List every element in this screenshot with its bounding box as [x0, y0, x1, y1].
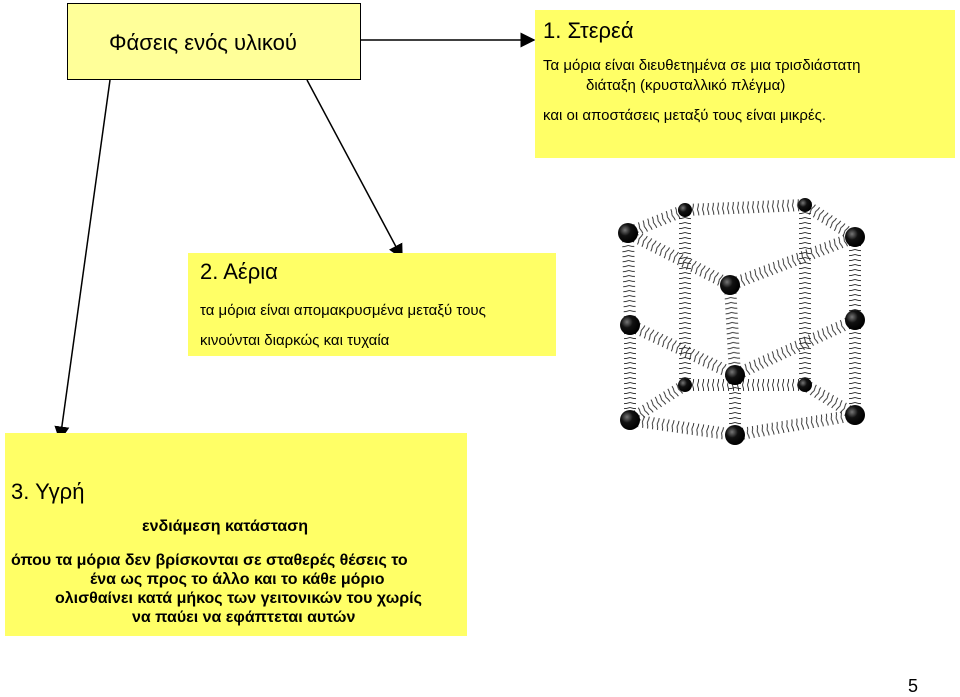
molecule-sphere: [845, 227, 865, 247]
spring: [622, 232, 636, 326]
molecule-sphere: [620, 315, 640, 335]
liquids-line-3: ολισθαίνει κατά μήκος των γειτονικών του…: [55, 590, 422, 607]
gases-line-2: κινούνται διαρκώς και τυχαία: [200, 332, 390, 349]
spring: [799, 205, 811, 385]
solids-line-1: Τα μόρια είναι διευθετημένα σε μια τρισδ…: [543, 57, 861, 74]
lattice-molecules: [618, 198, 865, 445]
title-box: Φάσεις ενός υλικού: [67, 3, 361, 80]
solids-line-3: και οι αποστάσεις μεταξύ τους είναι μικρ…: [543, 107, 827, 124]
liquids-line-4: να παύει να εφάπτεται αυτών: [132, 609, 356, 626]
molecule-sphere: [620, 410, 640, 430]
molecule-sphere: [845, 405, 865, 425]
arrow-to-gases: [306, 79, 403, 260]
spring: [679, 210, 691, 385]
spring: [626, 379, 689, 426]
gases-line-1: τα μόρια είναι απομακρυσμένα μεταξύ τους: [200, 302, 486, 319]
arrow-to-liquids: [54, 79, 111, 442]
gases-box: 2. Αέρια τα μόρια είναι απομακρυσμένα με…: [188, 253, 556, 356]
spring: [624, 325, 636, 420]
gases-heading: 2. Αέρια: [200, 259, 278, 284]
spring: [801, 199, 859, 243]
molecule-sphere: [678, 378, 692, 392]
liquids-heading: 3. Υγρή: [11, 479, 85, 504]
molecule-sphere: [798, 198, 812, 212]
molecule-sphere: [725, 365, 745, 385]
spring: [801, 379, 859, 421]
molecule-sphere: [678, 203, 692, 217]
liquids-line-1: όπου τα μόρια δεν βρίσκονται σε σταθερές…: [11, 552, 408, 569]
page-title: Φάσεις ενός υλικού: [109, 30, 297, 55]
molecule-sphere: [725, 425, 745, 445]
molecule-sphere: [618, 223, 638, 243]
liquids-subheading: ενδιάμεση κατάσταση: [142, 518, 308, 535]
lattice-springs: [622, 199, 861, 441]
molecule-sphere: [845, 310, 865, 330]
spring: [727, 231, 858, 291]
crystal-lattice-illustration: [618, 198, 865, 445]
spring: [684, 199, 806, 216]
solids-heading: 1. Στερεά: [543, 18, 634, 43]
spring: [849, 237, 861, 320]
molecule-sphere: [720, 275, 740, 295]
molecule-sphere: [798, 378, 812, 392]
spring: [625, 204, 688, 239]
connector-arrows: [54, 32, 536, 442]
spring: [629, 414, 736, 441]
liquids-line-2: ένα ως προς το άλλο και το κάθε μόριο: [90, 571, 385, 588]
spring: [734, 409, 856, 441]
spring: [724, 284, 741, 376]
spring: [849, 320, 861, 415]
spring: [732, 314, 858, 381]
spring: [685, 379, 805, 391]
page-number: 5: [908, 676, 919, 696]
liquids-box: 3. Υγρή ενδιάμεση κατάσταση όπου τα μόρι…: [5, 433, 467, 636]
solids-box: 1. Στερεά Τα μόρια είναι διευθετημένα σε…: [535, 10, 955, 158]
solids-line-2: διάταξη (κρυσταλλικό πλέγμα): [586, 77, 786, 94]
